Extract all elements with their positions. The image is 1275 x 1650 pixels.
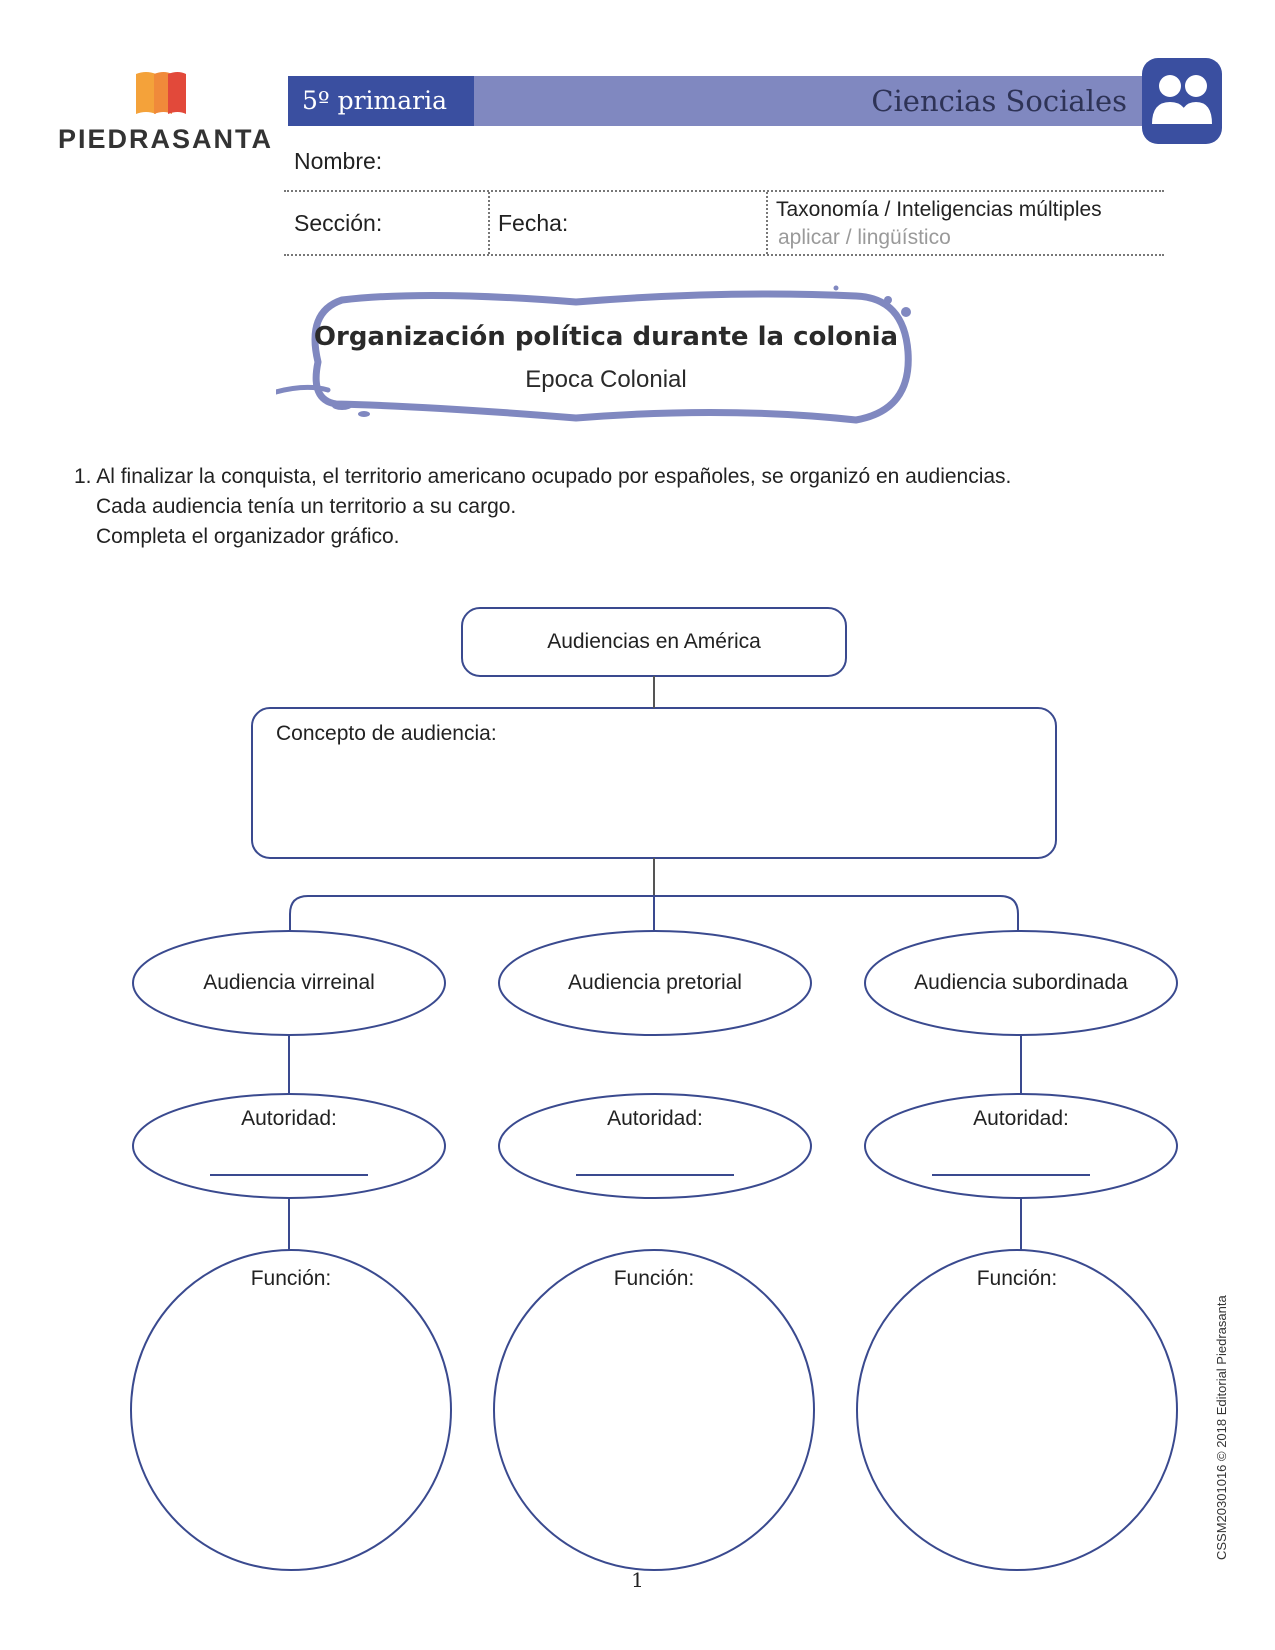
instruction-line: Completa el organizador gráfico. <box>96 525 400 548</box>
worksheet-subtitle: Epoca Colonial <box>525 366 687 393</box>
divider <box>284 190 1164 192</box>
function-circle <box>856 1249 1178 1571</box>
function-label: Función: <box>250 1267 332 1290</box>
name-field-label: Nombre: <box>294 148 383 174</box>
instruction-line: 1. Al finalizar la conquista, el territo… <box>74 465 1012 488</box>
branch-label-pretorial: Audiencia pretorial <box>568 971 742 994</box>
authority-label: Autoridad: <box>973 1107 1069 1130</box>
worksheet-title: Organización política durante la colonia <box>313 322 899 352</box>
concept-label: Concepto de audiencia: <box>276 722 497 745</box>
brand-name: PIEDRASANTA <box>58 124 274 154</box>
authority-label: Autoridad: <box>241 1107 337 1130</box>
copyright-code: CSSM20301016 © 2018 Editorial Piedrasant… <box>1214 1295 1229 1560</box>
taxonomy-value: aplicar / lingüístico <box>778 226 951 249</box>
authority-ellipse <box>498 1093 812 1199</box>
divider <box>766 192 768 254</box>
people-icon <box>1142 58 1222 144</box>
root-node-label: Audiencias en América <box>547 630 761 653</box>
function-circle <box>493 1249 815 1571</box>
grade-label: 5º primaria <box>288 76 474 126</box>
page-number: 1 <box>631 1568 644 1592</box>
subject-title: Ciencias Sociales <box>871 84 1127 118</box>
function-label: Función: <box>613 1267 695 1290</box>
instruction-line: Cada audiencia tenía un territorio a su … <box>96 495 517 518</box>
branch-ellipse-pretorial <box>498 930 812 1036</box>
authority-label: Autoridad: <box>607 1107 703 1130</box>
title-banner <box>276 285 912 424</box>
date-field-label: Fecha: <box>498 210 569 236</box>
taxonomy-title: Taxonomía / Inteligencias múltiples <box>776 198 1102 221</box>
instructions: 1. Al finalizar la conquista, el territo… <box>74 462 1174 552</box>
piedrasanta-logo-icon <box>136 72 186 114</box>
divider <box>488 192 490 254</box>
function-label: Función: <box>976 1267 1058 1290</box>
function-circle <box>130 1249 452 1571</box>
section-field-label: Sección: <box>294 210 383 236</box>
branch-label-virreinal: Audiencia virreinal <box>203 971 375 994</box>
divider <box>284 254 1164 256</box>
branch-label-subordinada: Audiencia subordinada <box>914 971 1128 994</box>
